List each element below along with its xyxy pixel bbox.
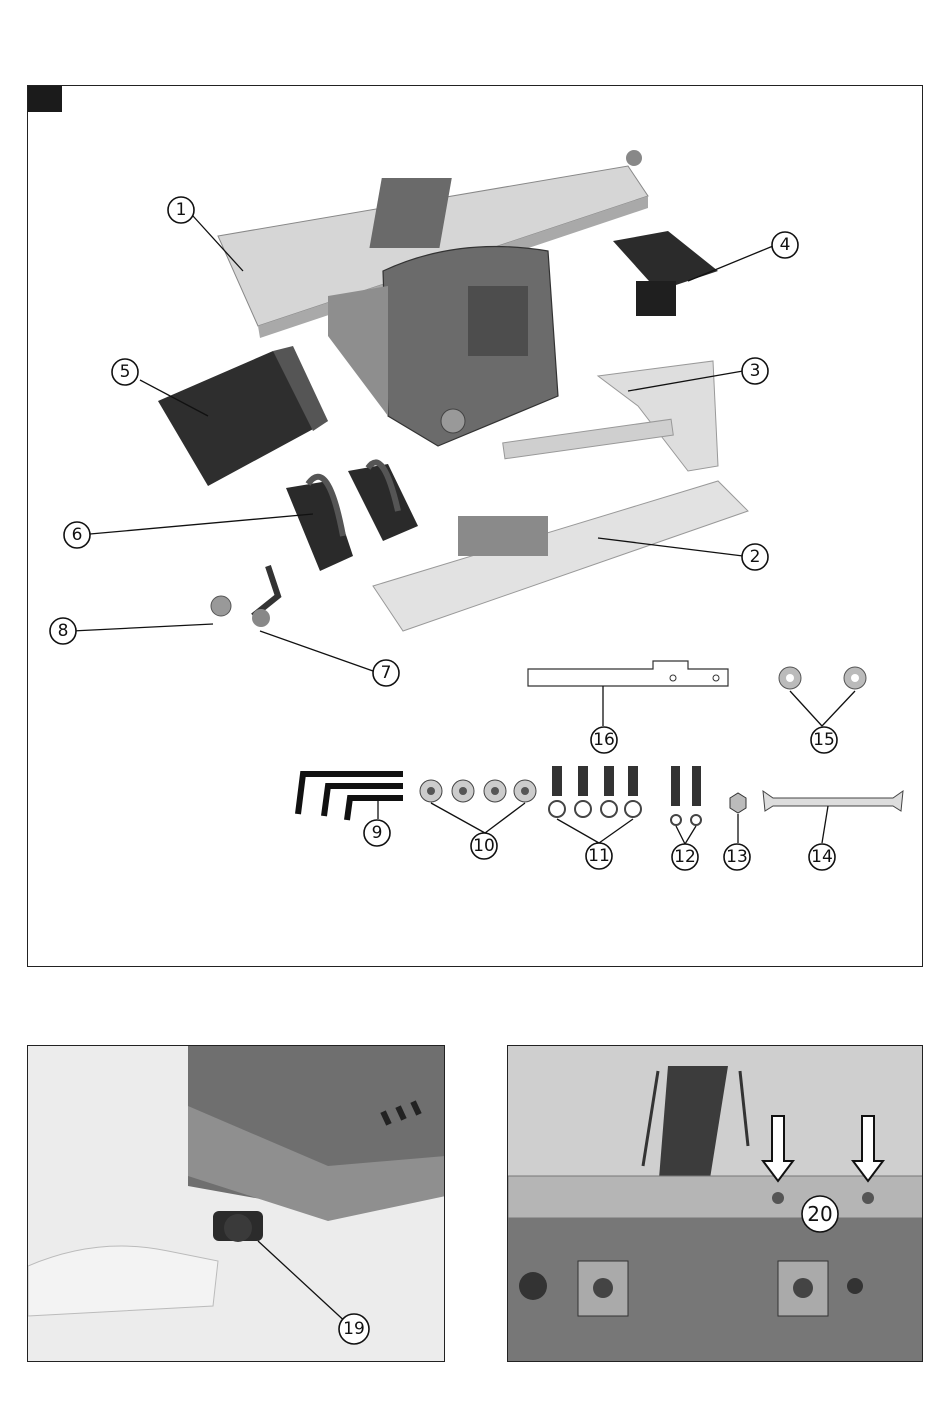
svg-text:9: 9 bbox=[372, 823, 383, 843]
open-end-wrench bbox=[763, 791, 903, 811]
figure-mounting-holes: 20 bbox=[507, 1045, 923, 1362]
callout-2: 2 bbox=[742, 544, 768, 570]
callout-12: 12 bbox=[672, 844, 698, 870]
dust-extraction-hood bbox=[613, 231, 718, 316]
svg-text:8: 8 bbox=[58, 621, 69, 641]
svg-text:6: 6 bbox=[72, 525, 83, 545]
callout-9: 9 bbox=[364, 820, 390, 846]
figure-parts-overview: 1 2 3 4 5 6 7 8 9 10 11 12 13 14 15 16 bbox=[27, 85, 923, 967]
svg-text:19: 19 bbox=[343, 1319, 365, 1339]
svg-text:10: 10 bbox=[473, 836, 495, 856]
adjustment-bar bbox=[528, 661, 728, 686]
svg-text:12: 12 bbox=[674, 847, 696, 867]
callout-10: 10 bbox=[471, 833, 497, 859]
push-blocks bbox=[286, 462, 418, 571]
svg-text:5: 5 bbox=[120, 362, 131, 382]
washers-15 bbox=[779, 667, 866, 689]
callout-3: 3 bbox=[742, 358, 768, 384]
callout-7: 7 bbox=[373, 660, 399, 686]
callout-15: 15 bbox=[811, 727, 837, 753]
callout-1: 1 bbox=[168, 197, 194, 223]
callout-20: 20 bbox=[802, 1196, 838, 1232]
mounting-holes-photo: 20 bbox=[508, 1046, 923, 1362]
svg-text:4: 4 bbox=[780, 235, 791, 255]
svg-text:20: 20 bbox=[807, 1202, 832, 1226]
svg-text:7: 7 bbox=[381, 663, 392, 683]
callout-14: 14 bbox=[809, 844, 835, 870]
svg-text:16: 16 bbox=[593, 730, 615, 750]
hex-keys bbox=[298, 774, 403, 820]
thickness-table-attachment bbox=[158, 346, 328, 486]
callout-5: 5 bbox=[112, 359, 138, 385]
svg-text:14: 14 bbox=[811, 847, 833, 867]
svg-text:3: 3 bbox=[750, 361, 761, 381]
hex-nut bbox=[730, 793, 746, 813]
callout-6: 6 bbox=[64, 522, 90, 548]
callout-19: 19 bbox=[339, 1314, 369, 1344]
svg-text:11: 11 bbox=[588, 846, 610, 866]
callout-11: 11 bbox=[586, 843, 612, 869]
callout-4: 4 bbox=[772, 232, 798, 258]
figure-crank-detail: 19 bbox=[27, 1045, 445, 1362]
parts-illustration: 1 2 3 4 5 6 7 8 9 10 11 12 13 14 15 16 bbox=[28, 86, 923, 967]
crank-handle-and-knob bbox=[211, 566, 278, 627]
svg-text:1: 1 bbox=[176, 200, 187, 220]
bolts-12 bbox=[671, 766, 701, 825]
callout-8: 8 bbox=[50, 618, 76, 644]
svg-text:15: 15 bbox=[813, 730, 835, 750]
callout-16: 16 bbox=[591, 727, 617, 753]
svg-text:2: 2 bbox=[750, 547, 761, 567]
crank-detail-photo: 19 bbox=[28, 1046, 445, 1362]
bolts-with-washers-11 bbox=[549, 766, 641, 817]
callout-13: 13 bbox=[724, 844, 750, 870]
svg-text:13: 13 bbox=[726, 847, 748, 867]
washer-set-10 bbox=[420, 780, 536, 802]
knife-sharpening-jig bbox=[373, 481, 748, 631]
